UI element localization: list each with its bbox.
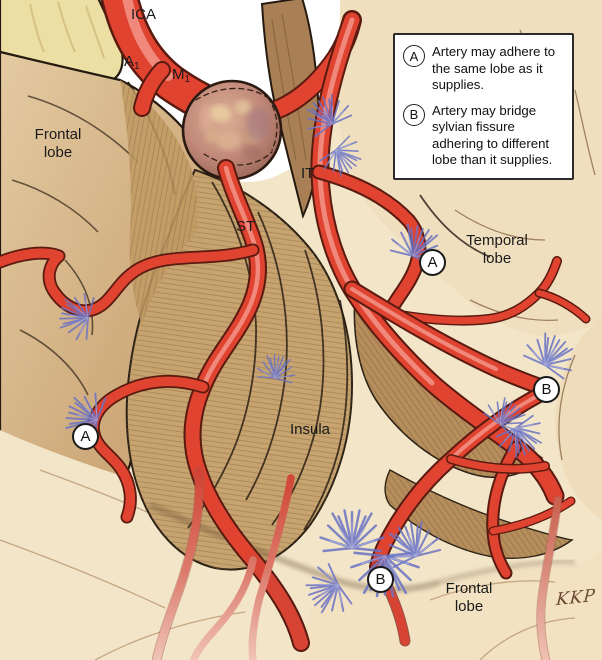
label-st: ST <box>236 218 256 235</box>
label-frontal-lobe-bottom: Frontal lobe <box>445 580 493 615</box>
legend-item-B: B Artery may bridge sylvian fissure adhe… <box>403 103 564 169</box>
legend-item-A: A Artery may adhere to the same lobe as … <box>403 44 564 94</box>
legend-marker-B-icon: B <box>403 103 425 126</box>
legend-text-B: Artery may bridge sylvian fissure adheri… <box>432 102 553 168</box>
legend-box: A Artery may adhere to the same lobe as … <box>393 33 574 180</box>
label-it: IT <box>301 165 315 182</box>
label-temporal-lobe: Temporal lobe <box>466 232 528 267</box>
label-insula: Insula <box>290 421 331 438</box>
artery-a1 <box>133 61 171 117</box>
artery-fading-tips <box>152 467 563 660</box>
artery-right-twigs <box>446 440 576 580</box>
marker-A-temporal: A <box>419 249 446 276</box>
label-ica: ICA <box>131 6 157 23</box>
label-m1: M1 <box>172 66 191 85</box>
legend-marker-A-icon: A <box>403 45 425 67</box>
marker-B-bottom: B <box>367 566 394 593</box>
insula-region <box>125 168 354 571</box>
artery-bridging-branch <box>343 280 558 399</box>
marker-B-right: B <box>533 376 560 403</box>
aneurysm <box>181 79 283 181</box>
label-a1: A1 <box>124 53 140 72</box>
label-frontal-lobe-top: Frontal lobe <box>34 126 82 161</box>
legend-text-A: Artery may adhere to the same lobe as it… <box>432 44 556 92</box>
artery-frontal-branch-upper <box>0 243 260 318</box>
marker-A-left: A <box>72 423 99 450</box>
